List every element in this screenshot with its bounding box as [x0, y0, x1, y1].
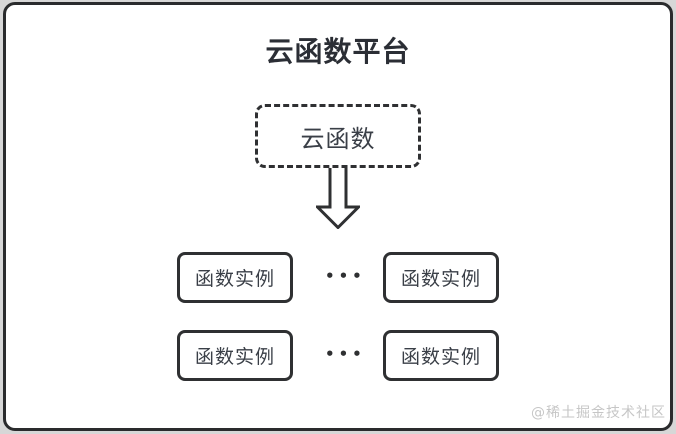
function-instance-node: 函数实例 — [383, 330, 499, 381]
function-instance-label: 函数实例 — [400, 268, 481, 290]
function-instance-label: 函数实例 — [400, 346, 481, 368]
watermark-text: @稀土掘金技术社区 — [531, 405, 666, 421]
function-instance-node: 函数实例 — [177, 252, 293, 303]
cloud-function-node: 云函数 — [255, 104, 421, 168]
instance-row: 函数实例 ••• 函数实例 — [0, 330, 676, 381]
function-instance-label: 函数实例 — [194, 268, 275, 290]
function-instance-node: 函数实例 — [383, 252, 499, 303]
down-arrow-icon — [316, 168, 360, 229]
diagram-title: 云函数平台 — [265, 35, 411, 68]
cloud-function-node-label: 云函数 — [300, 124, 376, 153]
function-instance-label: 函数实例 — [194, 346, 275, 368]
ellipsis-dots: ••• — [325, 345, 366, 363]
function-instance-node: 函数实例 — [177, 330, 293, 381]
ellipsis-dots: ••• — [325, 267, 366, 285]
instance-row: 函数实例 ••• 函数实例 — [0, 252, 676, 303]
